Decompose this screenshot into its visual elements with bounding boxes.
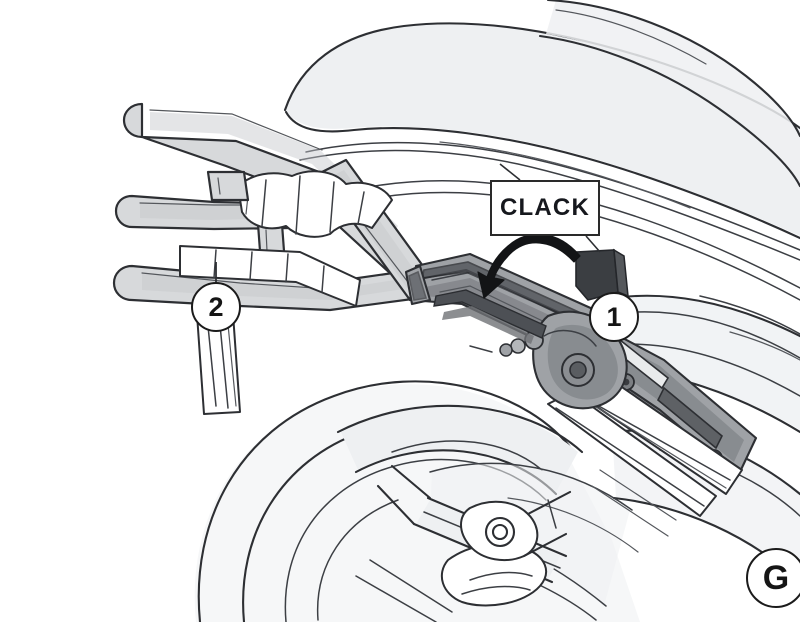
rack-tube-stub: [206, 170, 250, 202]
pivot-boss: [532, 310, 628, 410]
callout-2-label: 2: [208, 291, 224, 322]
clack-arrow: [477, 233, 581, 299]
rack-lower-plate: [179, 245, 361, 307]
rail-left-tip: [404, 264, 432, 306]
givi-logo-badge: G: [746, 548, 800, 608]
footpeg-bracket: [460, 490, 572, 562]
rack-fitting-cluster: [237, 170, 393, 238]
rail-inner-groove: [433, 289, 547, 344]
callout-badge-2[interactable]: 2: [191, 282, 241, 332]
clack-label: CLACK: [500, 194, 590, 221]
callout-badge-1[interactable]: 1: [589, 292, 639, 342]
callout-1-label: 1: [606, 301, 622, 332]
givi-logo-label: G: [762, 558, 790, 597]
clack-callout-box: CLACK: [490, 180, 600, 236]
frame-detail-lines: [355, 469, 677, 622]
rail-lower-strut: [565, 371, 743, 495]
seat-cowl: [538, 0, 800, 188]
